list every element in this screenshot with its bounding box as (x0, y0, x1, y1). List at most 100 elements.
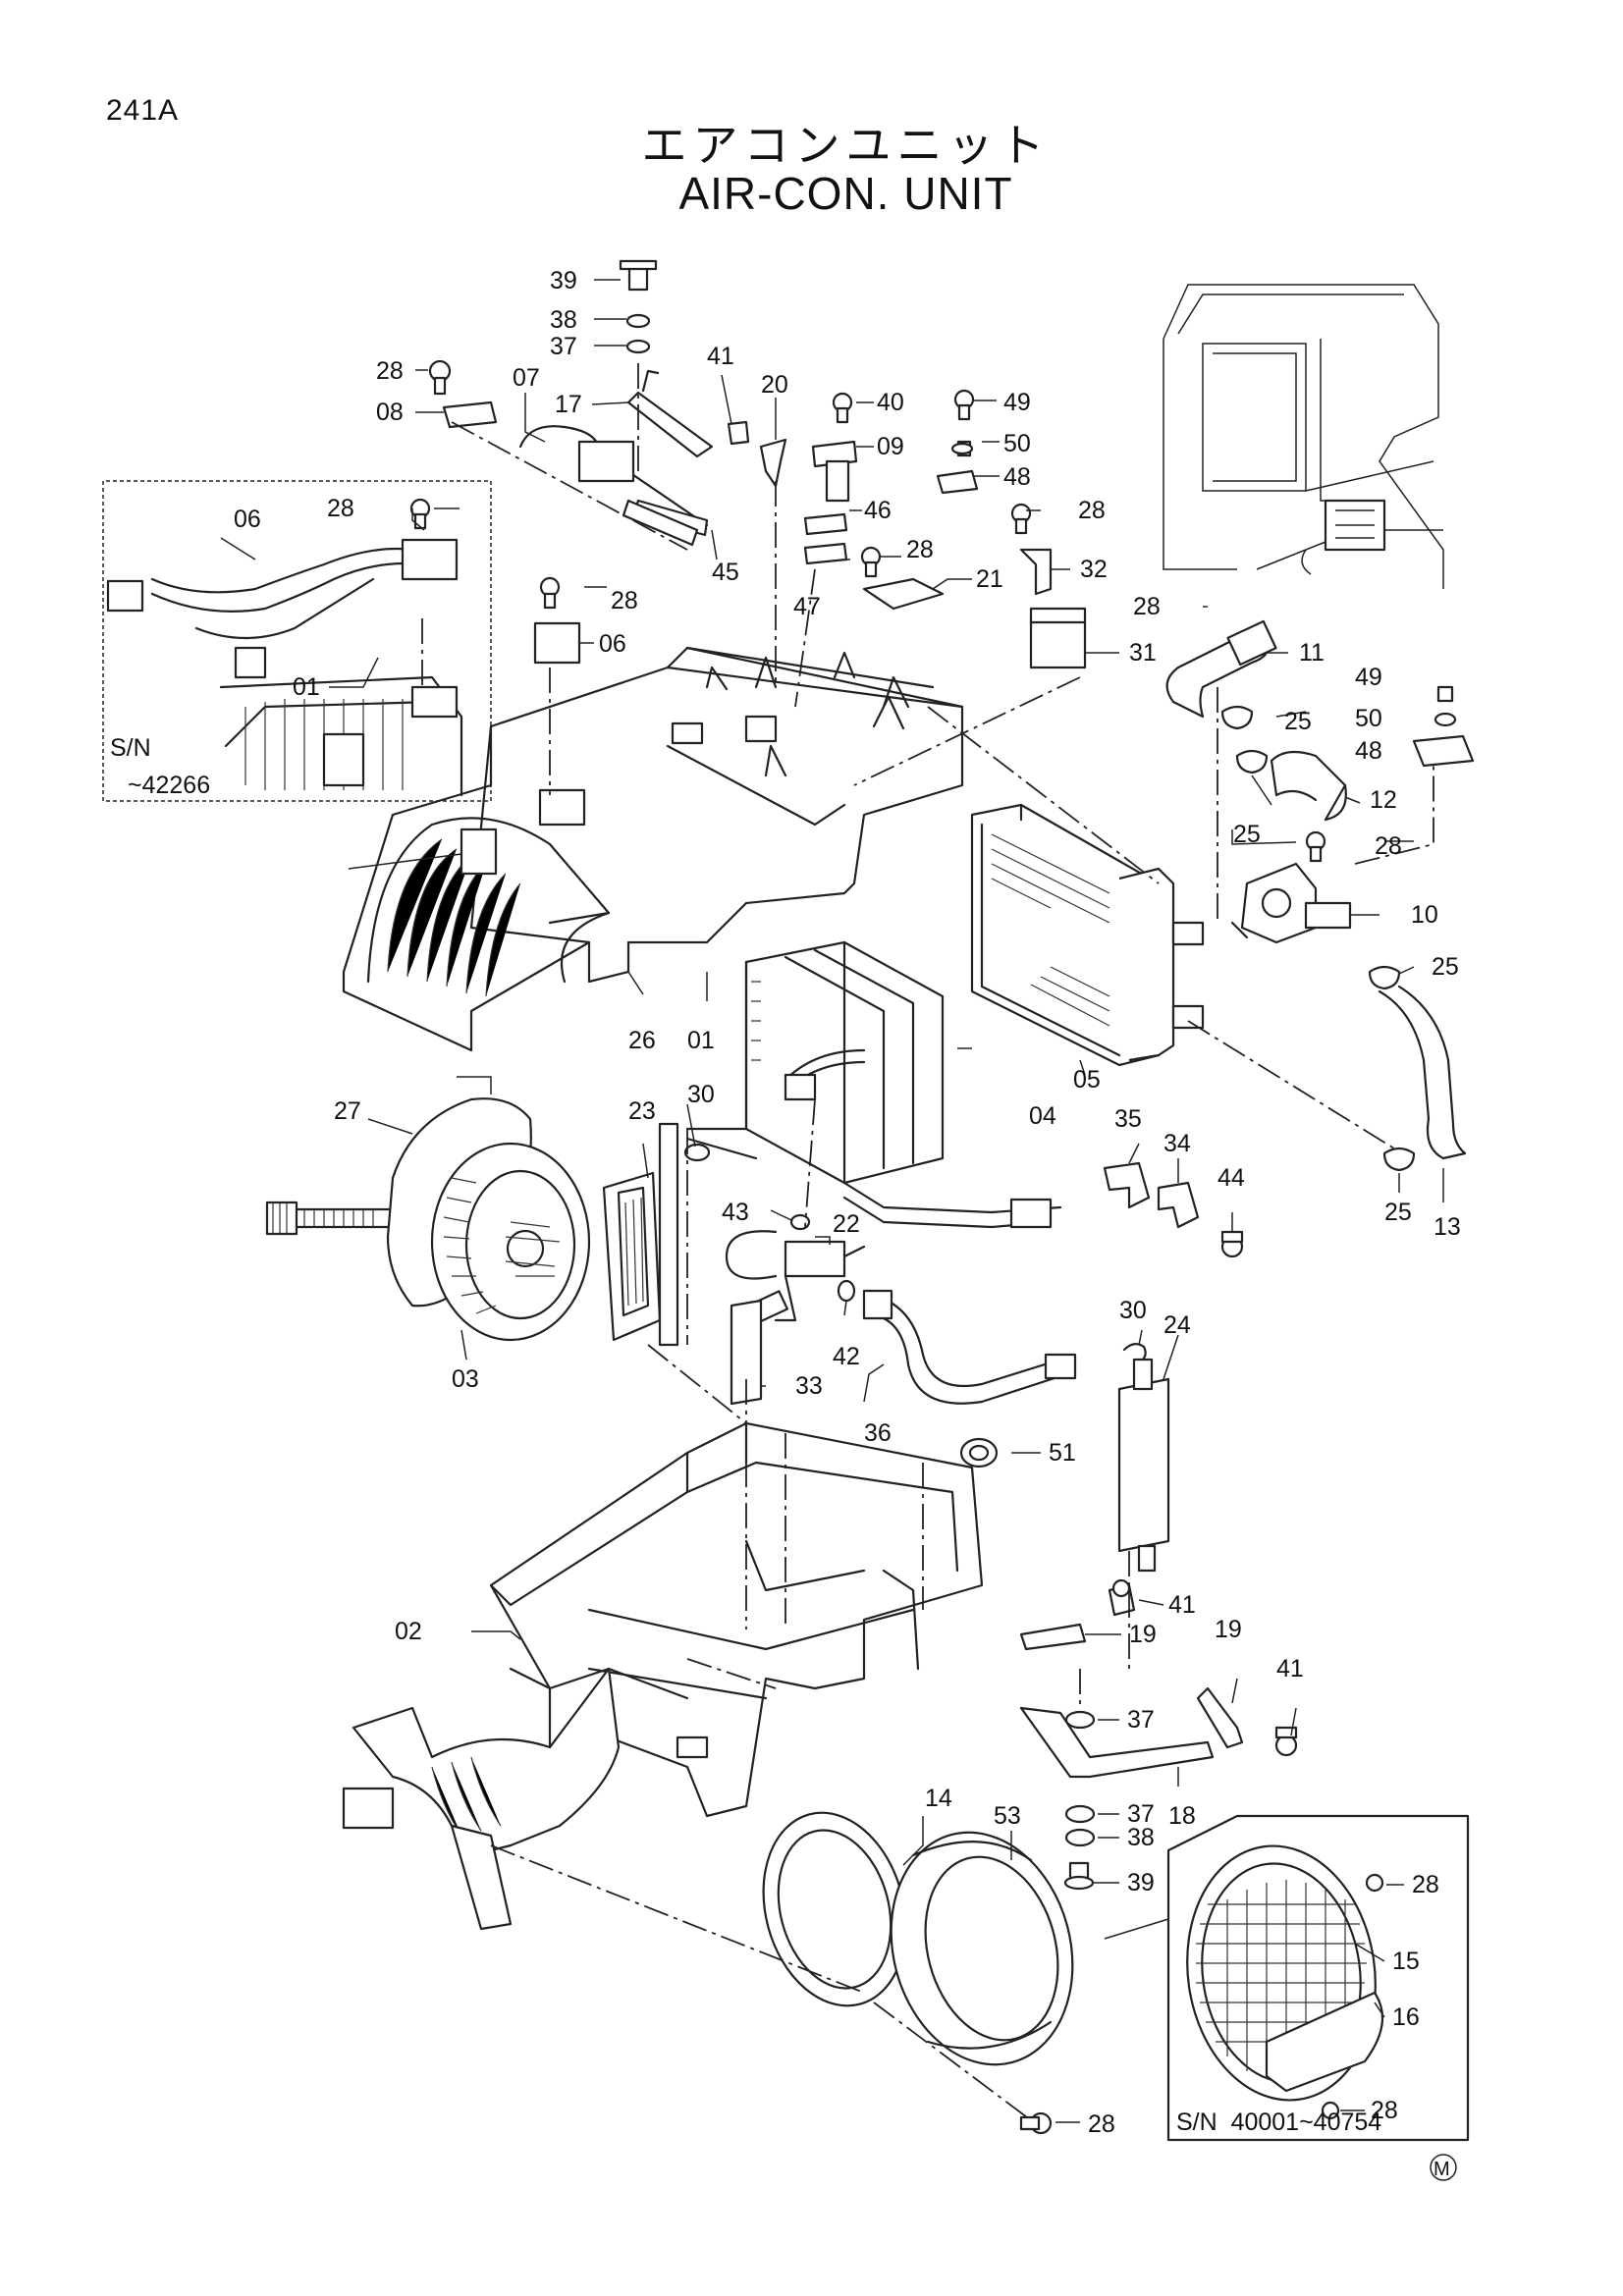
callout-12: 12 (1370, 786, 1397, 814)
callout-38: 38 (1127, 1824, 1155, 1851)
callout-06: 06 (234, 506, 261, 533)
callout-28: 28 (906, 536, 934, 563)
callout-49: 49 (1003, 389, 1031, 416)
callout-09: 09 (877, 433, 904, 460)
callout-28: 28 (1412, 1871, 1439, 1898)
callout-28: 28 (1133, 593, 1161, 620)
callout-15: 15 (1392, 1948, 1420, 1975)
callout-26: 26 (628, 1027, 656, 1054)
callout-50: 50 (1003, 430, 1031, 457)
callout-25: 25 (1284, 708, 1312, 735)
callout-46: 46 (864, 497, 892, 524)
callout-10: 10 (1411, 901, 1438, 929)
callout-35: 35 (1114, 1105, 1142, 1133)
callout-19: 19 (1129, 1621, 1157, 1648)
callout-40: 40 (877, 389, 904, 416)
title-english: AIR-CON. UNIT (678, 168, 1013, 219)
callout-51: 51 (1049, 1439, 1076, 1467)
hoses-and-valve (1165, 619, 1475, 1172)
callout-02: 02 (395, 1618, 422, 1645)
callout-37: 37 (1127, 1800, 1155, 1828)
callout-48: 48 (1355, 737, 1382, 765)
callout-13: 13 (1434, 1213, 1461, 1241)
callout-18: 18 (1168, 1802, 1196, 1830)
callout-50: 50 (1355, 705, 1382, 732)
filters-and-pipes (602, 1122, 1170, 1573)
leader-lines (220, 279, 1444, 2123)
lower-housing (342, 1421, 984, 1931)
callout-28: 28 (1078, 497, 1106, 524)
title-japanese: エアコンユニット (641, 119, 1051, 172)
callout-08: 08 (376, 399, 404, 426)
callout-28: 28 (1088, 2110, 1115, 2138)
callout-47: 47 (793, 593, 821, 620)
callout-44: 44 (1217, 1164, 1245, 1192)
callout-53: 53 (994, 1802, 1021, 1830)
callout-17: 17 (555, 391, 582, 418)
callout-25: 25 (1233, 821, 1261, 848)
callout-28: 28 (327, 495, 354, 522)
callout-07: 07 (513, 364, 540, 392)
inset-early-serial (102, 480, 492, 802)
serial-note-left-range: ~42266 (128, 772, 210, 799)
brackets-mid-right (1103, 1161, 1244, 1258)
callout-38: 38 (550, 306, 577, 334)
circled-m-mark: M (1430, 2154, 1457, 2181)
callout-labels: 39 38 37 28 08 07 17 41 20 40 09 49 50 4… (110, 267, 1461, 2138)
callout-01: 01 (293, 673, 320, 701)
outlet-rings (762, 1811, 1074, 2135)
callout-41: 41 (1276, 1655, 1304, 1682)
callout-45: 45 (712, 559, 739, 586)
callout-48: 48 (1003, 463, 1031, 491)
callout-30: 30 (1119, 1297, 1147, 1324)
callout-25: 25 (1432, 953, 1459, 981)
callout-03: 03 (452, 1365, 479, 1393)
callout-06: 06 (599, 630, 626, 658)
callout-28: 28 (376, 357, 404, 385)
callout-27: 27 (334, 1097, 361, 1125)
evaporator (685, 940, 1062, 1229)
callout-28: 28 (1371, 2097, 1398, 2124)
callout-39: 39 (550, 267, 577, 294)
cab-outline (1163, 284, 1444, 589)
callout-23: 23 (628, 1097, 656, 1125)
callout-22: 22 (833, 1210, 860, 1238)
callout-41: 41 (707, 343, 734, 370)
heater-core (970, 803, 1205, 1067)
callout-21: 21 (976, 565, 1003, 593)
callout-31: 31 (1129, 639, 1157, 667)
callout-37: 37 (1127, 1706, 1155, 1734)
callout-01: 01 (687, 1027, 715, 1054)
callout-25: 25 (1384, 1199, 1412, 1226)
callout-28: 28 (1375, 832, 1402, 860)
callout-41: 41 (1168, 1591, 1196, 1619)
inset-serial-range (1166, 1814, 1470, 2142)
callout-43: 43 (722, 1199, 749, 1226)
callout-04: 04 (1029, 1102, 1056, 1130)
top-small-parts (409, 259, 1087, 669)
callout-05: 05 (1073, 1066, 1101, 1094)
callout-28: 28 (611, 587, 638, 614)
serial-note-right: S/N 40001~40754 (1176, 2109, 1381, 2136)
callout-49: 49 (1355, 664, 1382, 691)
callout-24: 24 (1163, 1311, 1191, 1339)
page-code: 241A (106, 94, 180, 127)
callout-19: 19 (1215, 1616, 1242, 1643)
callout-33: 33 (795, 1372, 823, 1400)
callout-14: 14 (925, 1785, 952, 1812)
mark-letter: M (1434, 2159, 1450, 2180)
callout-36: 36 (864, 1419, 892, 1447)
blower-motor (265, 1097, 591, 1342)
callout-20: 20 (761, 371, 788, 399)
callout-16: 16 (1392, 2003, 1420, 2031)
callout-37: 37 (550, 333, 577, 360)
assembly-lines (451, 363, 1434, 2121)
callout-11: 11 (1299, 639, 1325, 667)
callout-39: 39 (1127, 1869, 1155, 1896)
lower-linkage (1019, 1578, 1298, 1891)
callout-30: 30 (687, 1081, 715, 1108)
callout-42: 42 (833, 1343, 860, 1370)
callout-32: 32 (1080, 556, 1108, 583)
callout-34: 34 (1163, 1130, 1191, 1157)
